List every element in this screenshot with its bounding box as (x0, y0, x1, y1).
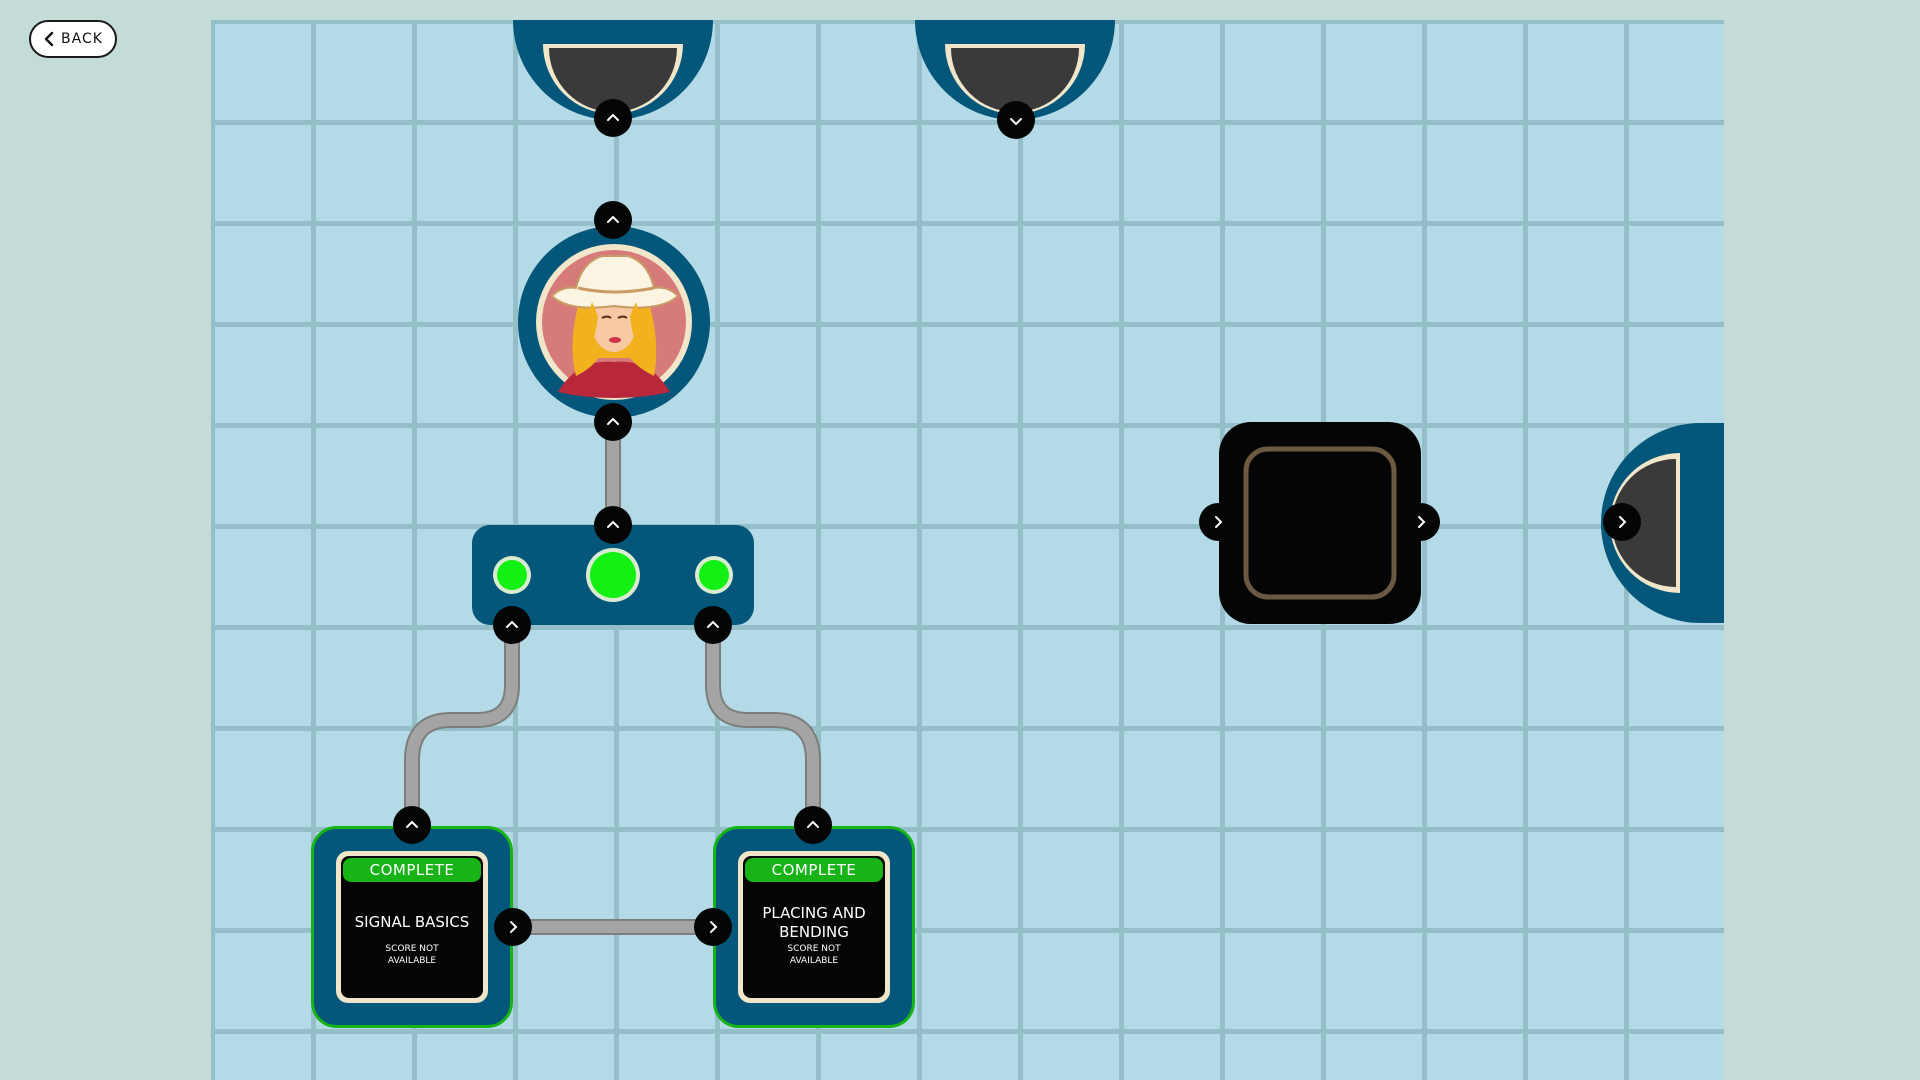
level-title: SIGNAL BASICS (354, 913, 470, 931)
level-title-line-1: PLACING AND (762, 904, 866, 922)
chevron-right-icon[interactable] (1603, 503, 1641, 541)
back-button[interactable]: BACK (29, 20, 117, 58)
chevron-right-icon[interactable] (694, 908, 732, 946)
level-status-label: COMPLETE (771, 861, 857, 879)
chevron-down-icon[interactable] (997, 101, 1035, 139)
chevron-up-icon[interactable] (594, 99, 632, 137)
wire-layer (404, 414, 821, 935)
chevron-up-icon[interactable] (694, 606, 732, 644)
chevron-up-icon[interactable] (493, 606, 531, 644)
chevron-right-icon[interactable] (494, 908, 532, 946)
level-title-line-2: BENDING (779, 923, 849, 941)
level-node-frame (713, 826, 915, 1028)
chevron-up-icon[interactable] (594, 201, 632, 239)
top-connector-cap[interactable] (512, 20, 714, 122)
chevron-right-icon[interactable] (1402, 503, 1440, 541)
back-label: BACK (61, 31, 103, 47)
top-connector-cap[interactable] (914, 20, 1116, 122)
chevron-up-icon[interactable] (594, 403, 632, 441)
chevron-up-icon[interactable] (393, 806, 431, 844)
level-score-text-line-2: AVAILABLE (387, 956, 437, 966)
level-map-board: COMPLETE SIGNAL BASICS SCORE NOT AVAILAB… (211, 20, 1724, 1080)
chevron-up-icon[interactable] (794, 806, 832, 844)
chevron-right-icon[interactable] (1199, 503, 1237, 541)
cowgirl-portrait-icon[interactable] (518, 226, 710, 418)
right-connector-cap[interactable] (1601, 422, 1724, 624)
chevron-up-icon[interactable] (594, 506, 632, 544)
signal-splitter-node[interactable] (472, 525, 754, 625)
chevron-left-icon (44, 31, 54, 47)
empty-level-slot[interactable] (1219, 422, 1421, 624)
level-score-text-line-1: SCORE NOT (787, 944, 841, 954)
level-score-text-line-2: AVAILABLE (789, 956, 839, 966)
level-node-signal-basics[interactable]: COMPLETE SIGNAL BASICS SCORE NOT AVAILAB… (311, 826, 513, 1028)
level-score-text-line-1: SCORE NOT (385, 944, 439, 954)
level-node-frame (311, 826, 513, 1028)
level-node-placing-and-bending[interactable]: COMPLETE PLACING AND BENDING SCORE NOT A… (713, 826, 915, 1028)
level-status-label: COMPLETE (369, 861, 455, 879)
